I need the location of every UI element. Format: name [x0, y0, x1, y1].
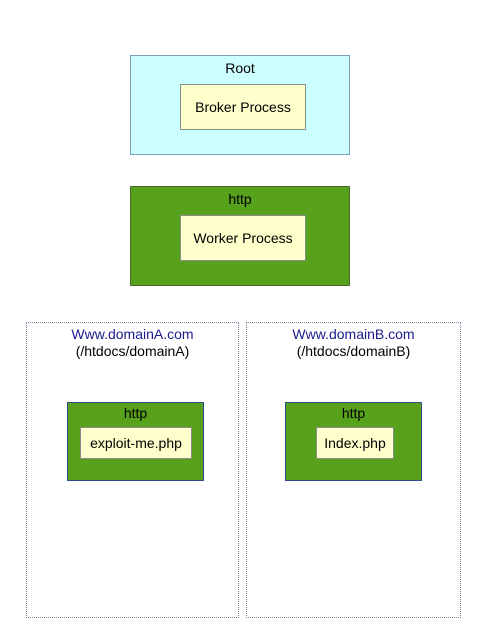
- exploit-me-file-box: exploit-me.php: [80, 427, 192, 459]
- root-title: Root: [225, 60, 255, 76]
- http-worker-title: http: [228, 191, 252, 207]
- domain-a-title: Www.domainA.com: [71, 326, 194, 342]
- domain-b-container: Www.domainB.com (/htdocs/domainB) http I…: [246, 322, 461, 618]
- domain-b-title: Www.domainB.com: [292, 326, 415, 342]
- root-container: Root Broker Process: [130, 55, 350, 155]
- broker-process-box: Broker Process: [180, 84, 306, 130]
- domain-a-http-box: http exploit-me.php: [67, 402, 204, 481]
- http-worker-container: http Worker Process: [130, 186, 350, 286]
- worker-process-box: Worker Process: [180, 215, 306, 261]
- domain-a-path: (/htdocs/domainA): [75, 343, 190, 359]
- domain-b-http-label: http: [341, 405, 366, 421]
- domain-b-path: (/htdocs/domainB): [296, 343, 411, 359]
- domain-a-http-label: http: [123, 405, 148, 421]
- domain-a-container: Www.domainA.com (/htdocs/domainA) http e…: [26, 322, 239, 618]
- index-file-box: Index.php: [316, 427, 394, 459]
- domain-b-http-box: http Index.php: [285, 402, 422, 481]
